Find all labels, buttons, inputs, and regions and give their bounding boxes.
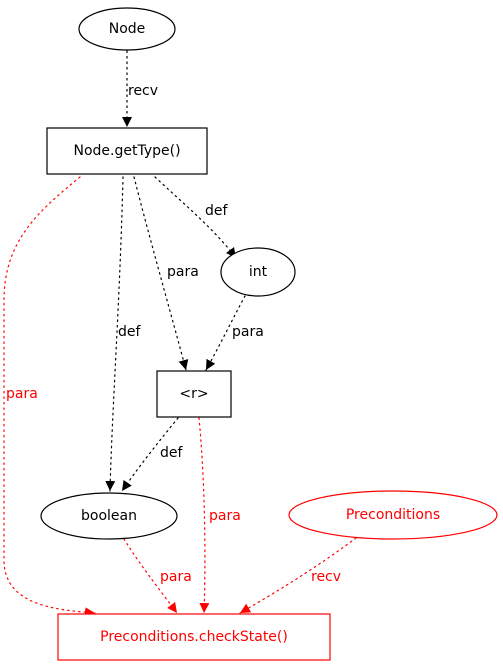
node-label: Node — [109, 21, 146, 37]
node-checkstate: Preconditions.checkState() — [57, 613, 331, 661]
edge-label: para — [167, 264, 199, 280]
node-node: Node — [78, 7, 176, 51]
edge-line — [123, 538, 178, 614]
node-box — [57, 613, 331, 661]
edge-label: def — [160, 445, 184, 461]
node-label: Node.getType() — [73, 143, 180, 159]
edges-layer: recv def para def para para def para para recv — [3, 50, 357, 618]
edge-line — [239, 537, 357, 614]
edge-r-to-checkstate: para — [198, 417, 241, 614]
edge-label: para — [160, 569, 192, 585]
edge-line — [154, 176, 237, 259]
node-ellipse — [220, 247, 296, 297]
node-label: boolean — [81, 508, 137, 524]
node-r: <r> — [156, 370, 232, 418]
node-ellipse — [40, 492, 178, 540]
node-label: Preconditions — [346, 507, 440, 523]
edge-label: def — [205, 203, 229, 219]
node-box — [46, 127, 208, 175]
edge-label: recv — [128, 83, 158, 99]
node-label: <r> — [179, 386, 208, 402]
edge-line — [198, 417, 210, 614]
edge-gettype-to-r: para — [133, 176, 199, 371]
node-label: Preconditions.checkState() — [100, 629, 288, 645]
edge-boolean-to-checkstate: para — [123, 538, 192, 614]
edge-preconditions-to-checkstate: recv — [239, 537, 357, 614]
node-int: int — [220, 247, 296, 297]
edge-line — [133, 176, 189, 371]
edge-gettype-to-int: def — [154, 176, 237, 259]
node-label: int — [249, 264, 268, 280]
edge-label: def — [118, 324, 142, 340]
node-boolean: boolean — [40, 492, 178, 540]
edge-line — [105, 176, 124, 492]
node-preconditions: Preconditions — [288, 490, 498, 540]
edge-line — [121, 417, 179, 492]
node-box — [156, 370, 232, 418]
edge-label: para — [6, 386, 38, 402]
edge-label: recv — [311, 569, 341, 585]
node-gettype: Node.getType() — [46, 127, 208, 175]
edge-line — [3, 176, 96, 618]
node-ellipse — [288, 490, 498, 540]
node-ellipse — [78, 7, 176, 51]
edge-label: para — [209, 508, 241, 524]
edge-node-to-gettype: recv — [122, 50, 158, 128]
edge-int-to-r: para — [205, 295, 264, 371]
edge-r-to-boolean: def — [121, 417, 184, 492]
edge-gettype-to-boolean: def — [105, 176, 142, 492]
edge-label: para — [232, 324, 264, 340]
edge-gettype-to-checkstate: para — [3, 176, 96, 618]
